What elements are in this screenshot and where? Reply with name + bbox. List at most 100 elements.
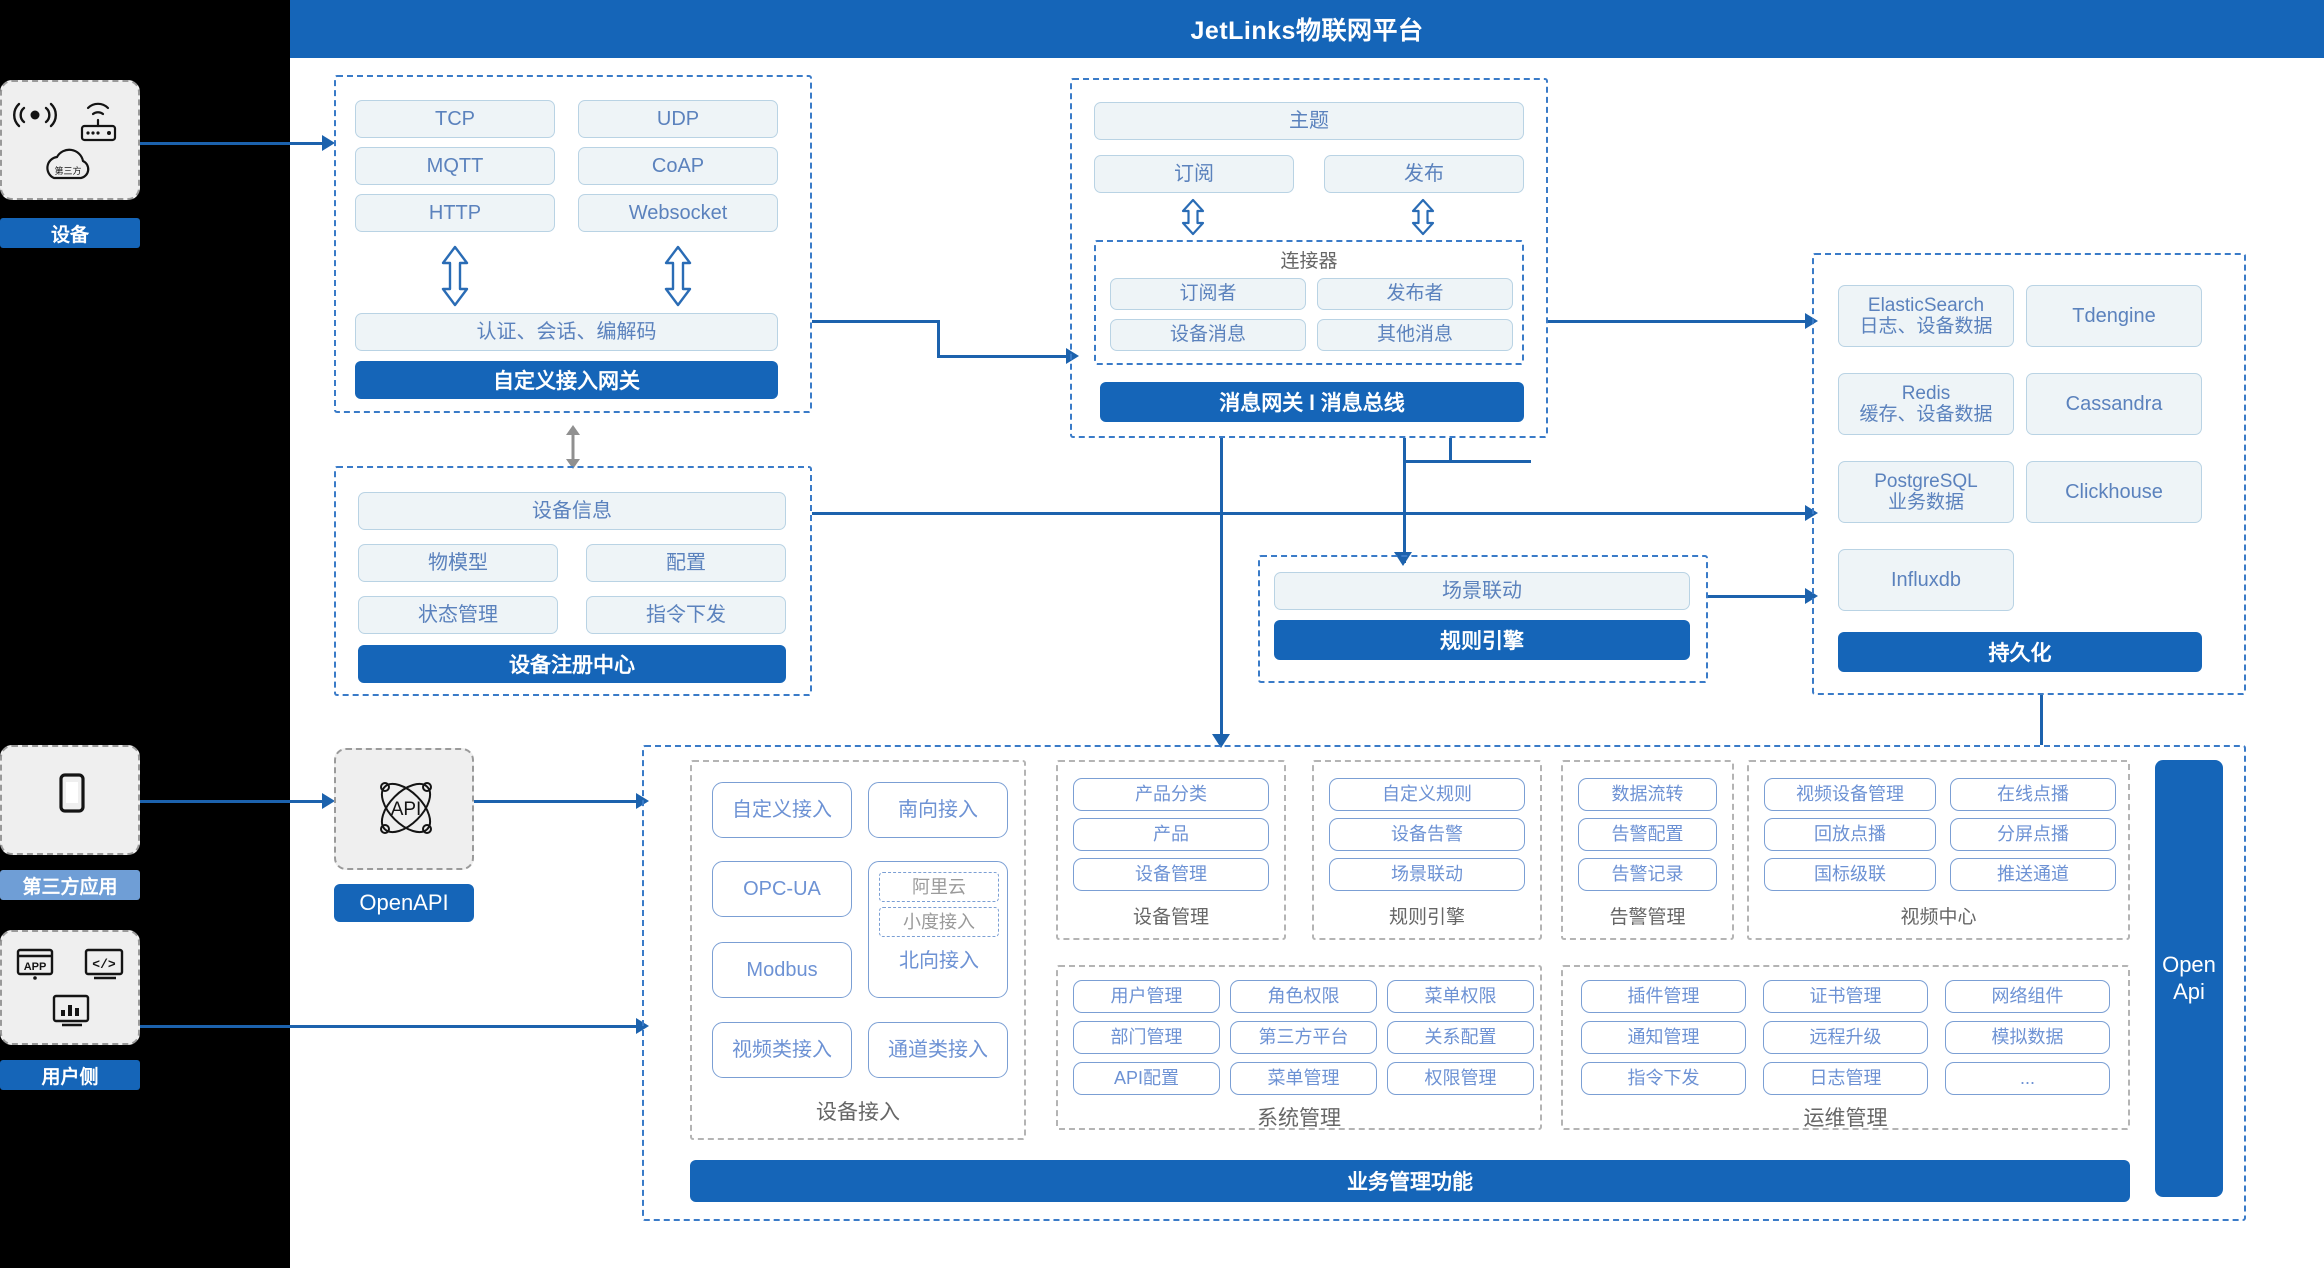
ops-chip-more[interactable]: ... [1945,1062,2110,1095]
ops-chip-mock-data[interactable]: 模拟数据 [1945,1021,2110,1054]
system-chip-dept-mgmt[interactable]: 部门管理 [1073,1021,1220,1054]
connector-chip-publisher[interactable]: 发布者 [1317,278,1513,310]
bus-subscribe-chip[interactable]: 订阅 [1094,155,1294,193]
protocol-chip-udp[interactable]: UDP [578,100,778,138]
userside-to-business-line [140,1025,640,1028]
device-mgmt-chip-product-category[interactable]: 产品分类 [1073,778,1269,811]
bus-topic-chip[interactable]: 主题 [1094,102,1524,140]
mobile-phone-icon [59,773,85,813]
business-caption-device-access: 设备接入 [816,1101,900,1124]
bus-pub-double-arrow [1411,198,1435,236]
rule-chip-device-alarm[interactable]: 设备告警 [1329,818,1525,851]
system-chip-third-platform[interactable]: 第三方平台 [1230,1021,1377,1054]
device-access-chip-video[interactable]: 视频类接入 [712,1022,852,1078]
business-caption-device-mgmt: 设备管理 [1132,906,1209,928]
rule-to-persistence-line [1708,595,1808,598]
ops-chip-command-issue[interactable]: 指令下发 [1581,1062,1746,1095]
protocol-chip-websocket[interactable]: Websocket [578,194,778,232]
device-access-chip-modbus[interactable]: Modbus [712,942,852,998]
svg-text:APP: APP [24,961,47,973]
protocol-chip-tcp[interactable]: TCP [355,100,555,138]
system-chip-menu-perm[interactable]: 菜单权限 [1387,980,1534,1013]
persistence-title-bar: 持久化 [1838,632,2202,672]
device-access-chip-opcua[interactable]: OPC-UA [712,861,852,917]
device-mgmt-chip-device-mgmt[interactable]: 设备管理 [1073,858,1269,891]
device-mgmt-chip-product[interactable]: 产品 [1073,818,1269,851]
gateway-to-bus-line-3 [937,355,1070,358]
video-chip-playback[interactable]: 回放点播 [1764,818,1936,851]
device-access-chip-custom[interactable]: 自定义接入 [712,782,852,838]
openapi-to-business-line [474,800,640,803]
gateway-to-bus-arrow [1066,348,1079,364]
ops-chip-notify-mgmt[interactable]: 通知管理 [1581,1021,1746,1054]
video-chip-gb-cascade[interactable]: 国标级联 [1764,858,1936,891]
video-chip-live[interactable]: 在线点播 [1950,778,2116,811]
connector-subgroup [1094,240,1524,365]
video-chip-split-screen[interactable]: 分屏点播 [1950,818,2116,851]
rule-chip-scene[interactable]: 场景联动 [1329,858,1525,891]
system-chip-user-mgmt[interactable]: 用户管理 [1073,980,1220,1013]
northbound-chip-xiaodu[interactable]: 小度接入 [879,907,999,937]
svg-text:第三方: 第三方 [54,165,81,176]
system-chip-api-config[interactable]: API配置 [1073,1062,1220,1095]
persistence-chip-clickhouse[interactable]: Clickhouse [2026,461,2202,523]
video-chip-push-channel[interactable]: 推送通道 [1950,858,2116,891]
gateway-auth-chip[interactable]: 认证、会话、编解码 [355,313,778,351]
connector-chip-other-message[interactable]: 其他消息 [1317,319,1513,351]
registry-info-chip[interactable]: 设备信息 [358,492,786,530]
business-outer-group [642,745,2246,1221]
system-chip-role-perm[interactable]: 角色权限 [1230,980,1377,1013]
registry-chip-state[interactable]: 状态管理 [358,596,558,634]
business-title-bar: 业务管理功能 [690,1160,2130,1202]
gateway-registry-double-arrow [566,425,580,469]
bus-publish-chip[interactable]: 发布 [1324,155,1524,193]
ops-chip-network-component[interactable]: 网络组件 [1945,980,2110,1013]
alarm-chip-data-flow[interactable]: 数据流转 [1578,778,1717,811]
registry-chip-config[interactable]: 配置 [586,544,786,582]
page-title: JetLinks物联网平台 [290,0,2324,58]
ops-chip-plugin-mgmt[interactable]: 插件管理 [1581,980,1746,1013]
device-access-chip-channel[interactable]: 通道类接入 [868,1022,1008,1078]
persistence-chip-line2: 业务数据 [1887,492,1964,513]
persistence-chip-influxdb[interactable]: Influxdb [1838,549,2014,611]
device-to-gateway-line [140,142,326,145]
registry-group [334,466,812,696]
rule-scene-chip[interactable]: 场景联动 [1274,572,1690,610]
persistence-to-business-line [2040,695,2043,745]
northbound-chip-aliyun[interactable]: 阿里云 [879,872,999,902]
connector-chip-device-message[interactable]: 设备消息 [1110,319,1306,351]
persistence-group [1812,253,2246,695]
open-api-side-bar[interactable]: Open Api [2155,760,2223,1197]
device-access-chip-southbound[interactable]: 南向接入 [868,782,1008,838]
video-chip-device-mgmt[interactable]: 视频设备管理 [1764,778,1936,811]
persistence-chip-redis[interactable]: Redis 缓存、设备数据 [1838,373,2014,435]
system-chip-menu-mgmt[interactable]: 菜单管理 [1230,1062,1377,1095]
persistence-chip-tdengine[interactable]: Tdengine [2026,285,2202,347]
gateway-group [334,75,812,413]
svg-text:</>: </> [92,957,116,972]
business-caption-alarm: 告警管理 [1609,906,1686,928]
bus-to-rule-line-2 [1403,460,1531,463]
northbound-label: 北向接入 [899,949,979,972]
alarm-chip-config[interactable]: 告警配置 [1578,818,1717,851]
persistence-chip-elasticsearch[interactable]: ElasticSearch 日志、设备数据 [1838,285,2014,347]
ops-chip-log-mgmt[interactable]: 日志管理 [1763,1062,1928,1095]
alarm-chip-record[interactable]: 告警记录 [1578,858,1717,891]
protocol-chip-mqtt[interactable]: MQTT [355,147,555,185]
system-chip-perm-mgmt[interactable]: 权限管理 [1387,1062,1534,1095]
ops-chip-cert-mgmt[interactable]: 证书管理 [1763,980,1928,1013]
registry-chip-command[interactable]: 指令下发 [586,596,786,634]
openapi-node-label[interactable]: OpenAPI [334,884,474,922]
protocol-chip-coap[interactable]: CoAP [578,147,778,185]
ops-chip-remote-upgrade[interactable]: 远程升级 [1763,1021,1928,1054]
business-group-device-access [690,760,1026,1140]
rule-chip-custom-rule[interactable]: 自定义规则 [1329,778,1525,811]
protocol-chip-http[interactable]: HTTP [355,194,555,232]
persistence-chip-postgresql[interactable]: PostgreSQL 业务数据 [1838,461,2014,523]
system-chip-relation-config[interactable]: 关系配置 [1387,1021,1534,1054]
rule-engine-group [1258,555,1708,683]
persistence-chip-cassandra[interactable]: Cassandra [2026,373,2202,435]
thirdparty-to-openapi-arrow [322,793,335,809]
connector-chip-subscriber[interactable]: 订阅者 [1110,278,1306,310]
registry-chip-thing-model[interactable]: 物模型 [358,544,558,582]
